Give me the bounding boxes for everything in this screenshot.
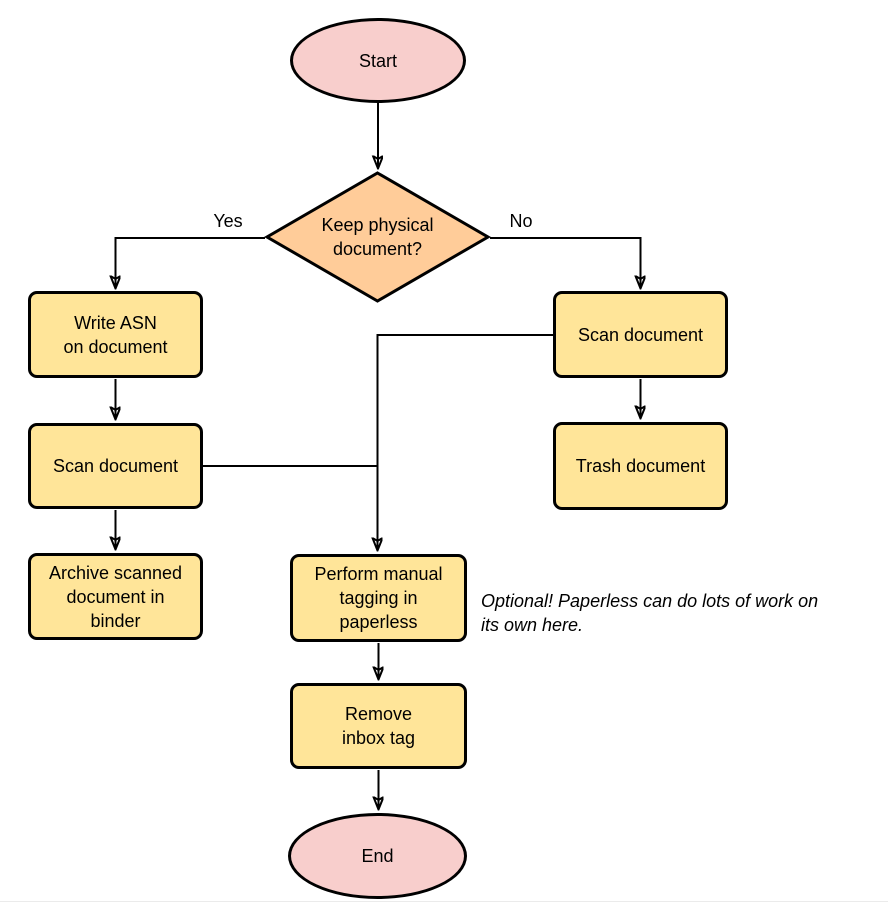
node-start-label: Start (358, 50, 397, 71)
node-start[interactable]: Start (290, 18, 466, 103)
node-end-label: End (361, 846, 394, 866)
node-scan-document-right[interactable]: Scan document (553, 291, 728, 378)
node-decision[interactable]: Keep physical document? (264, 171, 491, 303)
node-write-asn[interactable]: Write ASN on document (28, 291, 203, 378)
node-scan-document-left-label: Scan document (52, 456, 179, 476)
edge-decision-no (490, 237, 641, 288)
node-trash-document-label: Trash document (575, 456, 706, 476)
edge-label-no: No (497, 211, 545, 231)
decision-diamond-shape (264, 171, 491, 303)
node-write-asn-label: Write ASN on document (63, 312, 168, 357)
node-decision-label: Keep physical document? (321, 215, 434, 259)
node-remove-inbox-tag[interactable]: Remove inbox tag (290, 683, 467, 769)
node-scan-document-right-label: Scan document (577, 324, 704, 345)
edge-label-yes: Yes (204, 211, 252, 231)
node-archive-binder[interactable]: Archive scanned document in binder (28, 553, 203, 640)
node-end[interactable]: End (288, 813, 467, 899)
node-trash-document[interactable]: Trash document (553, 422, 728, 510)
canvas-bottom-edge (0, 901, 888, 902)
annotation-optional-note: Optional! Paperless can do lots of work … (481, 591, 819, 635)
edge-scanright-tagging (378, 334, 553, 550)
node-manual-tagging[interactable]: Perform manual tagging in paperless (290, 554, 467, 642)
node-archive-binder-label: Archive scanned document in binder (48, 562, 183, 631)
node-scan-document-left[interactable]: Scan document (28, 423, 203, 509)
edge-decision-yes (116, 237, 265, 288)
node-manual-tagging-label: Perform manual tagging in paperless (314, 564, 443, 632)
node-remove-inbox-tag-label: Remove inbox tag (341, 704, 416, 748)
